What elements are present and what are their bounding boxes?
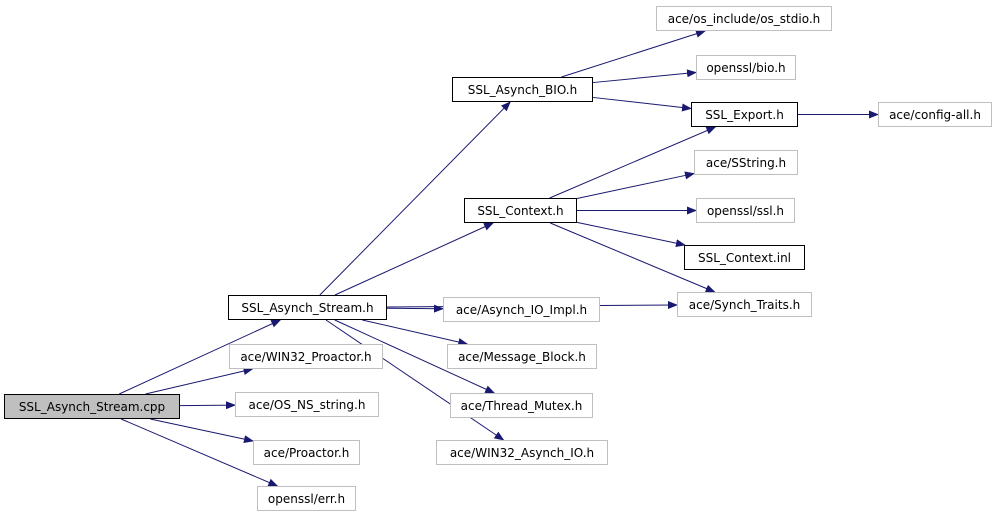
node-thread-mutex-h[interactable]: ace/Thread_Mutex.h [450,393,593,418]
edge-bio_h-to-export_h [592,96,692,112]
edge-stream_h-to-aio_impl [386,304,444,313]
node-ssl-export-h[interactable]: SSL_Export.h [691,102,798,127]
node-win32-proactor-h[interactable]: ace/WIN32_Proactor.h [229,344,383,369]
node-openssl-err-h[interactable]: openssl/err.h [257,486,356,511]
node-os-ns-string-h[interactable]: ace/OS_NS_string.h [235,392,379,417]
node-ssl-asynch-stream-cpp[interactable]: SSL_Asynch_Stream.cpp [4,394,180,419]
edge-context_h-to-export_h [549,126,717,199]
node-win32-asynch-io-h[interactable]: ace/WIN32_Asynch_IO.h [436,440,608,465]
node-os-stdio-h[interactable]: ace/os_include/os_stdio.h [656,6,832,31]
edge-root-to-win32_proactor [145,367,254,395]
node-synch-traits-h[interactable]: ace/Synch_Traits.h [677,292,812,317]
edge-context_h-to-synch_traits [550,222,716,293]
edge-bio_h-to-os_stdio [561,29,706,78]
edge-bio_h-to-bio [592,69,697,84]
edge-root-to-stream_h [119,319,282,395]
node-ssl-context-inl[interactable]: SSL_Context.inl [684,245,805,270]
edge-stream_h-to-msg_block [362,319,469,346]
edge-root-to-err [120,418,279,487]
edge-stream_h-to-win32_aio [325,319,505,441]
node-ssl-asynch-bio-h[interactable]: SSL_Asynch_BIO.h [452,77,593,102]
node-openssl-ssl-h[interactable]: openssl/ssl.h [696,198,795,223]
edge-context_h-to-context_inl [576,221,686,248]
node-config-all-h[interactable]: ace/config-all.h [878,102,992,127]
node-ssl-asynch-stream-h[interactable]: SSL_Asynch_Stream.h [228,295,387,320]
edge-context_h-to-sstring [576,171,695,199]
node-proactor-h[interactable]: ace/Proactor.h [253,440,360,465]
edges-layer [119,29,879,487]
edge-stream_h-to-thread_mutex [334,319,496,394]
edge-root-to-os_ns_string [179,401,236,410]
node-openssl-bio-h[interactable]: openssl/bio.h [696,55,796,80]
edge-root-to-proactor [150,418,254,444]
node-ssl-context-h[interactable]: SSL_Context.h [464,198,577,223]
node-sstring-h[interactable]: ace/SString.h [694,150,798,175]
edge-stream_h-to-context_h [334,222,494,296]
node-message-block-h[interactable]: ace/Message_Block.h [447,344,597,369]
node-asynch-io-impl-h[interactable]: ace/Asynch_IO_Impl.h [443,297,600,322]
edge-stream_h-to-bio_h [319,101,511,296]
